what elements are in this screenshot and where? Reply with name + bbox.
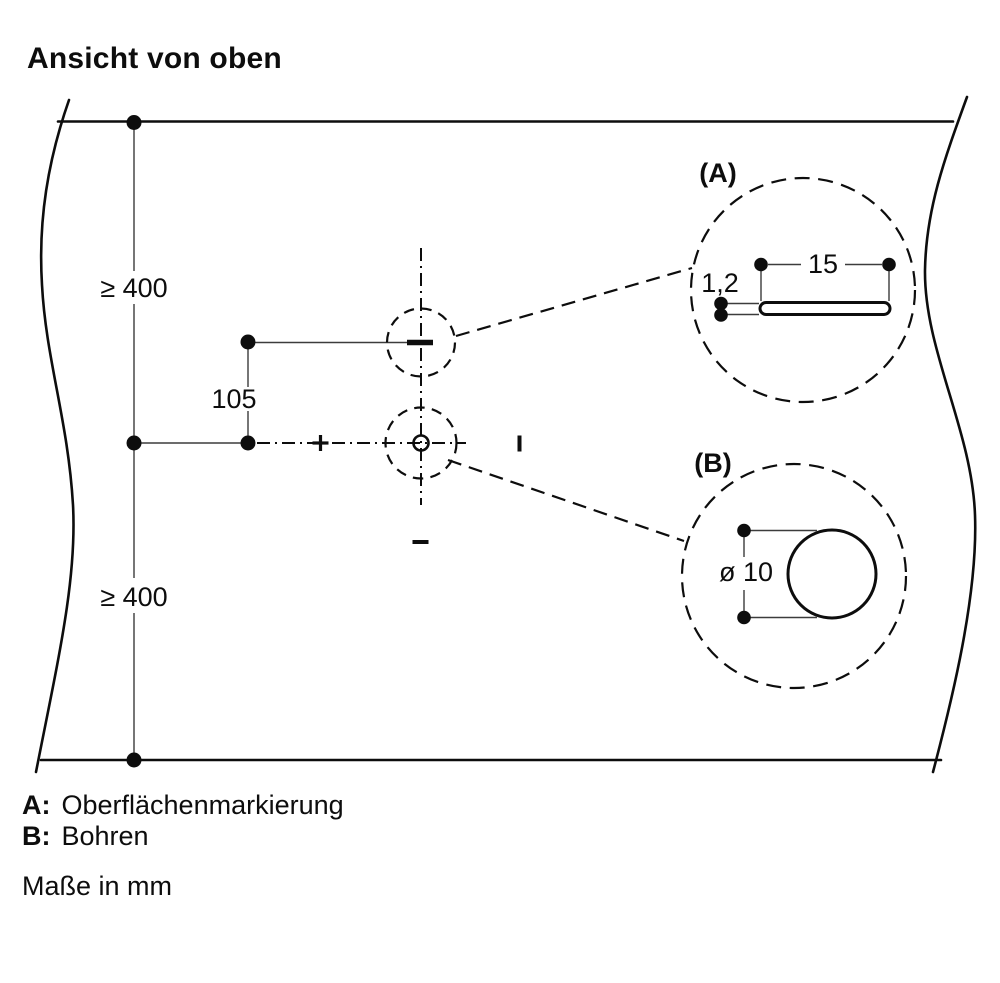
legend-key-b: B: [22,821,51,851]
leader-to-detail-a [455,266,693,338]
slot-length-dot-right [882,257,896,272]
hole-dia-dot-top [737,523,751,538]
anchor-dot-top-edge [126,115,142,130]
hole-dia-dot-bottom [737,610,751,625]
dim-center-offset-label: 105 [211,384,256,414]
panel-break-edge-left [34,98,75,774]
legend-value-b: Bohren [61,821,149,851]
main-dimensions: ≥ 400 ≥ 400 105 [100,115,408,768]
slot-length-dot-left [754,257,768,272]
centerlines [257,248,466,505]
detail-a-label: (A) [699,158,736,188]
dim-slot-width-label: 1,2 [701,268,739,298]
plus-mark [312,435,329,451]
dim-hole-diameter-label: ø 10 [719,557,773,587]
anchor-dot-bottom-edge [126,752,142,768]
drill-target-circle [384,406,458,480]
detail-b-label: (B) [694,448,731,478]
detail-view-b: (B) ø 10 [680,448,908,690]
dim-slot-length-label: 15 [808,249,838,279]
legend-value-a: Oberflächenmarkierung [61,790,344,820]
dim-top-clearance-label: ≥ 400 [100,273,167,303]
slot-shape [758,301,892,316]
drill-hole-mark [412,434,430,452]
legend-row-b: B: Bohren [22,821,344,852]
detail-view-a: (A) 15 1,2 [689,158,917,404]
anchor-dot-centerline [126,435,142,451]
slot-width-dot-top [714,296,728,311]
detail-leaders [447,266,693,543]
detail-b-circle [680,462,908,690]
target-positions [384,307,458,480]
drill-hole-shape [786,528,878,620]
anchor-dot-hole-row [240,435,256,451]
legend-key-a: A: [22,790,51,820]
units-note: Maße in mm [22,871,173,901]
legend: A: Oberflächenmarkierung B: Bohren [22,790,344,852]
detail-a-circle [689,176,917,404]
control-markings [312,435,522,544]
anchor-dot-slot-row [240,334,256,350]
panel-break-edge-right [923,95,977,774]
surface-marking-target-circle [385,307,457,378]
legend-row-a: A: Oberflächenmarkierung [22,790,344,821]
panel-outline [34,95,977,774]
dim-bottom-clearance-label: ≥ 400 [100,582,167,612]
page-title: Ansicht von oben [27,42,282,75]
leader-to-detail-b [447,458,685,543]
slot-width-dot-bottom [714,308,728,322]
